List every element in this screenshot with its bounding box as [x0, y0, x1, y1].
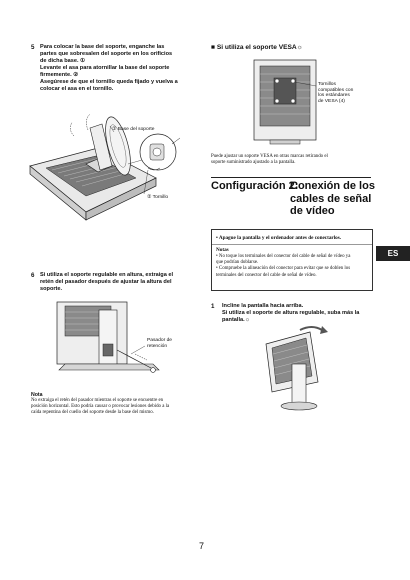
step-6-text: Si utiliza el soporte regulable en altur… — [40, 272, 200, 293]
note-line: posición horizontal. Esto podría causar … — [31, 404, 170, 410]
vesa-caption-line: soporte suministrado ajustado a la panta… — [211, 160, 296, 166]
warning-box: • Apague la pantalla y el ordenador ante… — [211, 229, 373, 291]
section-rule — [211, 177, 371, 178]
note-line: No extraiga el retén del pasador mientra… — [31, 398, 164, 403]
step-1-line: Incline la pantalla hacia arriba. — [222, 303, 304, 309]
note-title: Nota — [31, 392, 43, 398]
step-5-line: de dicha base. ① — [40, 58, 86, 64]
step-5-line: colocar el asa en el tornillo. — [40, 86, 114, 92]
step-6-number: 6 — [31, 272, 35, 279]
step-5-number: 5 — [31, 44, 35, 51]
section-prefix: Configuración 2: — [211, 180, 299, 192]
step-5-line: Levante el asa para atornillar la base d… — [40, 65, 170, 71]
section-heading-line: cables de señal — [290, 192, 372, 205]
vesa-illustration — [253, 59, 317, 145]
vesa-label-line: Tornillos — [318, 82, 336, 87]
notes-line: terminales del conector del cable de señ… — [216, 272, 317, 278]
notes-line: que podrían doblarse. — [216, 260, 259, 266]
notes-list: • No toque los terminales del conector d… — [216, 254, 370, 279]
vesa-label-line: los estándares — [318, 93, 350, 99]
vesa-caption-line: Puede ajustar un soporte VESA en otras m… — [211, 154, 328, 159]
pin-removal-illustration — [56, 301, 160, 373]
step-5-line: partes que sobresalen del soporte en los… — [40, 51, 173, 57]
vesa-label: Tornillos compatibles con los estándares… — [318, 82, 353, 104]
language-tab: ES — [376, 246, 410, 261]
pin-label-line: Pasador de — [147, 338, 173, 343]
step-5-line: Asegúrese de que el tornillo queda fijad… — [40, 79, 178, 85]
step-1-text: Incline la pantalla hacia arriba. Si uti… — [222, 303, 382, 324]
section-heading: Conexión de los cables de señal de vídeo — [290, 180, 375, 218]
pin-label: Pasador de retención — [147, 338, 172, 349]
step-1-line: Si utiliza el soporte de altura regulabl… — [222, 310, 360, 316]
screw-label: ② Tornillo — [147, 195, 169, 200]
section-heading-line: de vídeo — [290, 205, 335, 217]
vesa-heading: ■ Si utiliza el soporte VESA☼ — [211, 44, 303, 51]
base-label: ① Base del soporte — [112, 127, 155, 132]
note-text: No extraiga el retén del pasador mientra… — [31, 398, 211, 417]
tilt-illustration — [265, 326, 328, 411]
vesa-caption: Puede ajustar un soporte VESA en otras m… — [211, 154, 381, 166]
step-5-text: Para colocar la base del soporte, enganc… — [40, 44, 200, 93]
step-1-number: 1 — [211, 303, 215, 310]
section-heading-line: Conexión de los — [290, 180, 375, 192]
warning-main: • Apague la pantalla y el ordenador ante… — [216, 235, 342, 241]
step-6-line: Si utiliza el soporte regulable en altur… — [40, 272, 174, 278]
stand-base-illustration — [29, 113, 181, 221]
step-6-line: soporte. — [40, 286, 63, 292]
step-6-line: retén del pasador después de ajustar la … — [40, 279, 172, 285]
notes-line: • Compruebe la alineación del conector p… — [216, 266, 351, 272]
vesa-label-line: compatibles con — [318, 87, 354, 93]
step-5-line: Para colocar la base del soporte, enganc… — [40, 44, 165, 50]
page-number: 7 — [199, 541, 205, 551]
step-5-line: firmemente. ② — [40, 72, 79, 78]
vesa-label-line: de VESA (4) — [318, 98, 345, 104]
pin-label-line: retención — [147, 343, 168, 349]
notes-title: Notas — [216, 247, 229, 253]
warning-divider — [212, 244, 372, 245]
note-line: caída repentina del cuello del soporte d… — [31, 410, 154, 416]
notes-line: • No toque los terminales del conector d… — [216, 254, 351, 259]
step-1-line: pantalla.☼ — [222, 317, 250, 323]
